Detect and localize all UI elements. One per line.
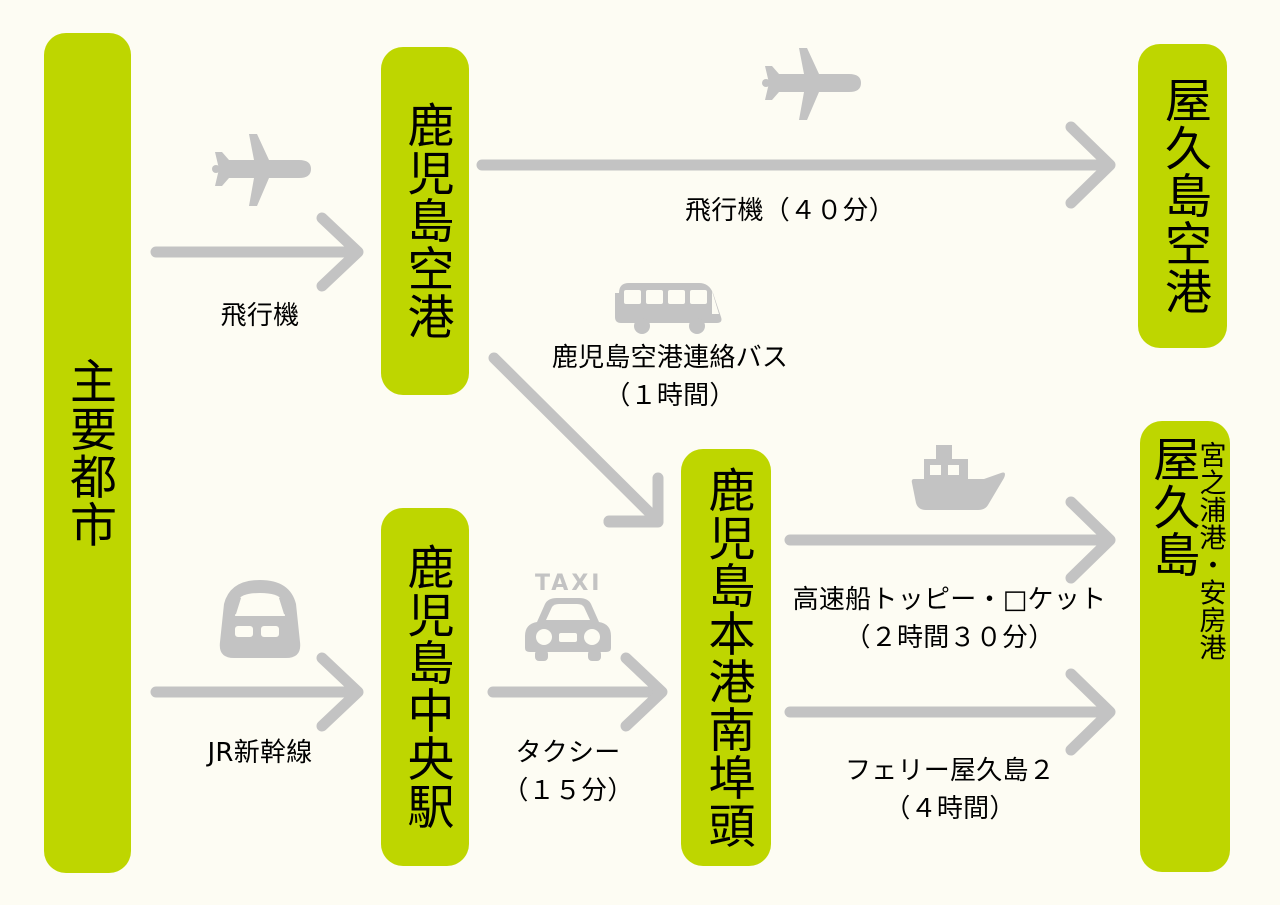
ship-icon (908, 443, 1006, 513)
arrow-city-to-kagoshima-airport (150, 212, 364, 292)
node-kagoshima-airport-label: 鹿児島空港 (398, 101, 454, 341)
node-kagoshima-chuo-station-label: 鹿児島中央駅 (398, 543, 454, 831)
edge-label-kagoshima-airport-to-port: 鹿児島空港連絡バス （１時間） (551, 343, 789, 411)
edge-label-city-to-kagoshima-chuo: JR新幹線 (207, 738, 313, 768)
node-yakushima-airport[interactable]: 屋久島空港 (1138, 44, 1227, 348)
node-major-cities[interactable]: 主要都市 (44, 33, 131, 873)
edge-label-kagoshima-chuo-to-port: タクシー （１５分） (502, 738, 634, 806)
taxi-label-icon: TAXI (535, 571, 603, 596)
edge-label-port-to-yakushima-jetfoil: 高速船トッピー・□ケット （２時間３０分） (792, 585, 1107, 653)
node-kagoshima-port-label: 鹿児島本港南埠頭 (699, 465, 755, 850)
node-yakushima[interactable]: 屋久島 宮之浦港・安房港 (1140, 421, 1230, 872)
edge-label-kagoshima-airport-to-yakushima-airport: 飛行機（４０分） (684, 196, 896, 226)
node-yakushima-sublabel: 宮之浦港・安房港 (1194, 441, 1226, 662)
node-major-cities-label: 主要都市 (60, 357, 116, 549)
node-kagoshima-port[interactable]: 鹿児島本港南埠頭 (681, 449, 771, 866)
arrow-kagoshima-chuo-to-port (487, 652, 668, 732)
shinkansen-icon (216, 578, 304, 664)
arrow-port-to-yakushima-jetfoil (784, 496, 1116, 584)
edge-label-port-to-yakushima-ferry: フェリー屋久島２ （４時間） (844, 756, 1056, 824)
edge-label-city-to-kagoshima-airport: 飛行機 (220, 301, 300, 331)
node-kagoshima-airport[interactable]: 鹿児島空港 (381, 47, 469, 395)
airplane-icon (205, 128, 315, 212)
node-yakushima-airport-label: 屋久島空港 (1155, 76, 1211, 316)
arrow-port-to-yakushima-ferry (784, 668, 1116, 756)
arrow-kagoshima-airport-to-yakushima-airport (476, 121, 1116, 209)
airplane-icon (755, 42, 865, 126)
taxi-icon (519, 596, 617, 662)
node-yakushima-label: 屋久島 (1144, 435, 1200, 579)
arrow-city-to-kagoshima-chuo (150, 652, 364, 732)
node-kagoshima-chuo-station[interactable]: 鹿児島中央駅 (381, 508, 469, 866)
bus-icon (613, 281, 725, 335)
